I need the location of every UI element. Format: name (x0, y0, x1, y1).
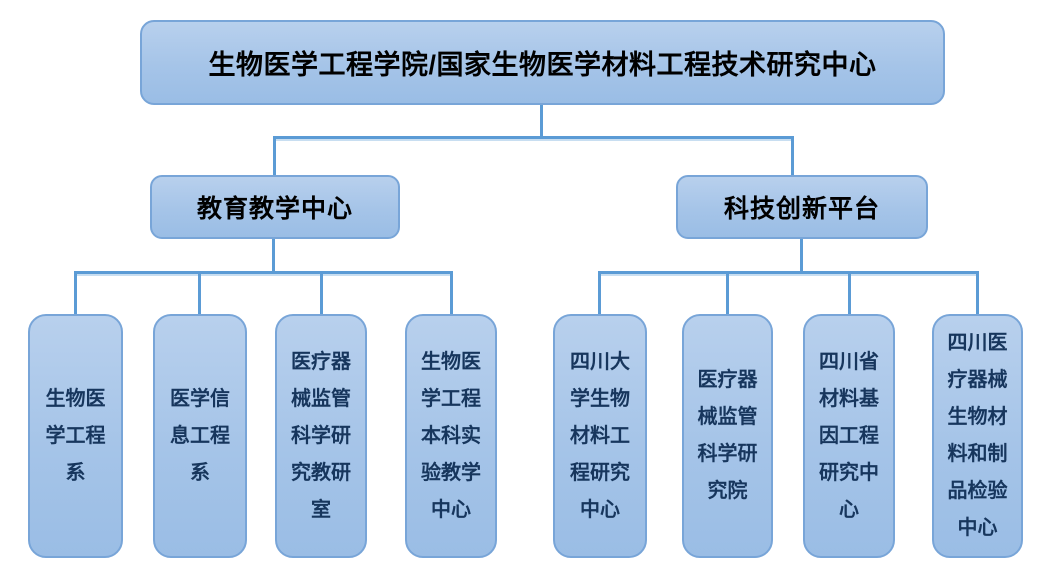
leaf-node-device-inspection-center: 四川医疗器械生物材料和制品检验中心 (932, 314, 1023, 558)
branch-node-innovation-platform: 科技创新平台 (676, 175, 928, 239)
leaf-node-undergrad-teaching-center: 生物医学工程本科实验教学中心 (405, 314, 497, 558)
connector-drop-leaf-5 (598, 271, 601, 315)
leaf-node-device-regulatory-institute: 医疗器械监管科学研究院 (682, 314, 773, 558)
connector-platform-stem (800, 238, 803, 274)
connector-drop-leaf-6 (726, 271, 729, 315)
root-node: 生物医学工程学院/国家生物医学材料工程技术研究中心 (140, 20, 945, 105)
connector-drop-leaf-1 (74, 271, 77, 315)
connector-drop-leaf-2 (198, 271, 201, 315)
branch-node-education-center: 教育教学中心 (150, 175, 400, 239)
leaf-node-material-genome-center: 四川省材料基因工程研究中心 (803, 314, 895, 558)
connector-drop-platform (791, 136, 794, 177)
connector-root-stem (540, 104, 543, 138)
leaf-node-biomaterials-research-center: 四川大学生物材料工程研究中心 (553, 314, 647, 558)
connector-level2-rail (273, 136, 794, 139)
leaf-node-device-regulatory-office: 医疗器械监管科学研究教研室 (275, 314, 367, 558)
leaf-node-biomedical-engineering-dept: 生物医学工程系 (28, 314, 123, 558)
leaf-node-medical-information-dept: 医学信息工程系 (153, 314, 247, 558)
connector-education-stem (272, 238, 275, 274)
connector-drop-education (273, 136, 276, 177)
connector-platform-rail (598, 271, 979, 274)
connector-education-rail (74, 271, 453, 274)
connector-drop-leaf-3 (320, 271, 323, 315)
connector-drop-leaf-8 (976, 271, 979, 315)
connector-drop-leaf-4 (450, 271, 453, 315)
connector-drop-leaf-7 (848, 271, 851, 315)
